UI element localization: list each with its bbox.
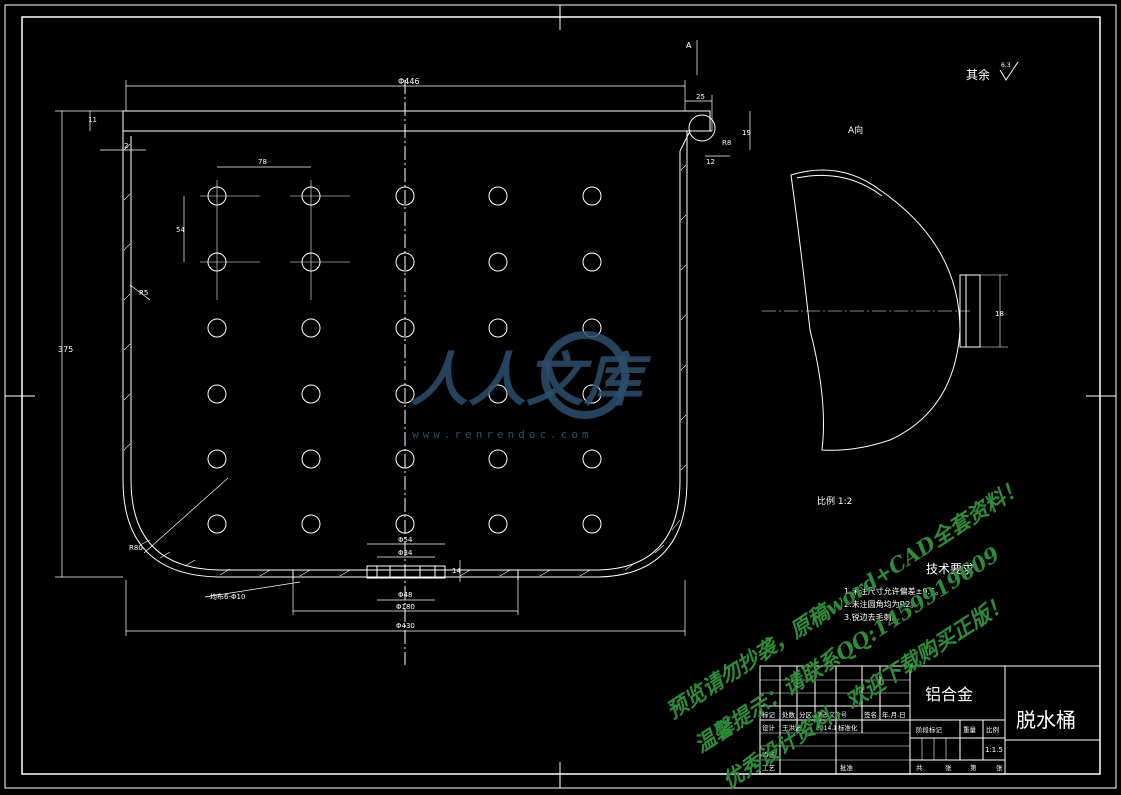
surface-rest-label: 其余 <box>966 67 990 82</box>
dim-bottom-d: Φ430 <box>396 622 415 630</box>
tb-design-label: 设计 <box>762 723 776 732</box>
tb-scale-label: 比例 <box>986 725 999 734</box>
dim-wall-r: R5 <box>139 289 148 297</box>
tb-sheets-unit: 张 <box>945 763 952 772</box>
view-a-label: A向 <box>848 124 863 136</box>
dim-lip-h: 19 <box>742 129 751 137</box>
lip-detail-circle <box>688 114 716 142</box>
title-block <box>759 665 1101 775</box>
dim-bottom-hole: 均布6-Φ10 <box>210 592 245 601</box>
tech-req-title: 技术要求 <box>926 562 974 576</box>
tb-stage-label: 阶段标记 <box>916 725 943 734</box>
dim-hub-d2: Φ34 <box>398 549 413 557</box>
surface-roughness-icon <box>999 61 1019 81</box>
tech-req-item-2: 2.未注圆角均为R2。 <box>844 599 918 609</box>
tb-header-date: 年.月.日 <box>882 710 906 719</box>
dim-hub-d1: Φ54 <box>398 536 413 544</box>
tb-process-label: 工艺 <box>762 764 776 772</box>
dim-height: 375 <box>58 345 73 354</box>
tb-sheet-unit: 张 <box>996 763 1003 772</box>
tb-std-label: 标准化 <box>838 723 858 732</box>
tb-review-label: 审核 <box>762 750 776 759</box>
surface-rest-value: 6.3 <box>1001 62 1011 69</box>
dimension-lines <box>55 40 751 636</box>
tb-header-zone: 分区 <box>799 710 813 719</box>
dim-top-width: Φ446 <box>398 77 420 86</box>
title-block-texts: 标记 处数 分区 更改文件号 签名 年.月.日 设计 王洪波 2014.1 标准… <box>762 685 1076 772</box>
dim-corner-r: R80 <box>129 544 143 552</box>
tb-designer: 王洪波 <box>782 723 802 732</box>
tb-header-change: 更改文件号 <box>817 711 847 719</box>
dim-hole-pitch-y: 54 <box>176 226 185 234</box>
tb-header-sign: 签名 <box>864 710 877 719</box>
tb-material: 铝合金 <box>925 685 973 704</box>
tech-req-item-3: 3.锐边去毛刺。 <box>844 612 900 622</box>
tb-header-mark: 标记 <box>762 710 776 719</box>
watermark-logo-icon: 人人文库 www.renrendoc.com <box>410 331 652 441</box>
watermark-url: www.renrendoc.com <box>412 428 593 440</box>
tb-header-count: 处数 <box>782 710 796 719</box>
center-marks <box>5 5 1116 788</box>
tb-part-name: 脱水桶 <box>1016 708 1076 732</box>
dim-flange-h: 11 <box>88 116 97 124</box>
watermark-logo-text: 人人文库 <box>410 346 652 414</box>
dim-lip-w: 25 <box>696 93 705 101</box>
view-a-drawing <box>762 169 1008 451</box>
tech-req-item-1: 1.未注尺寸允许偏差±0.5。 <box>844 586 943 596</box>
dim-wall: 2 <box>124 142 128 150</box>
dim-hub-h: 14 <box>452 567 461 575</box>
watermark-logo: 人人文库 www.renrendoc.com <box>410 330 700 441</box>
section-hatch <box>123 143 687 577</box>
hole-grid <box>200 180 602 534</box>
tb-sheet-no: 第 <box>970 763 977 772</box>
dim-hub-d3: Φ48 <box>398 591 412 599</box>
view-a-scale: 比例 1:2 <box>817 495 852 507</box>
tb-scale-value: 1:1.5 <box>985 746 1003 754</box>
tb-weight-label: 重量 <box>963 726 977 734</box>
dim-hole-pitch-x: 78 <box>258 158 267 166</box>
dim-lip-r: R8 <box>722 139 731 147</box>
dim-lip-small: 12 <box>706 158 715 166</box>
dim-hub-d4: Φ180 <box>396 603 415 611</box>
dimension-texts: Φ446 11 2 25 12 19 R8 78 54 375 R5 R80 均… <box>58 77 751 630</box>
tb-approve-label: 批准 <box>840 763 854 772</box>
tb-sheets-total: 共 <box>916 763 923 772</box>
view-a-dim: 18 <box>995 310 1004 318</box>
bucket-section <box>122 80 712 665</box>
section-mark: A <box>686 41 692 50</box>
tb-design-date: 2014.1 <box>816 725 837 732</box>
